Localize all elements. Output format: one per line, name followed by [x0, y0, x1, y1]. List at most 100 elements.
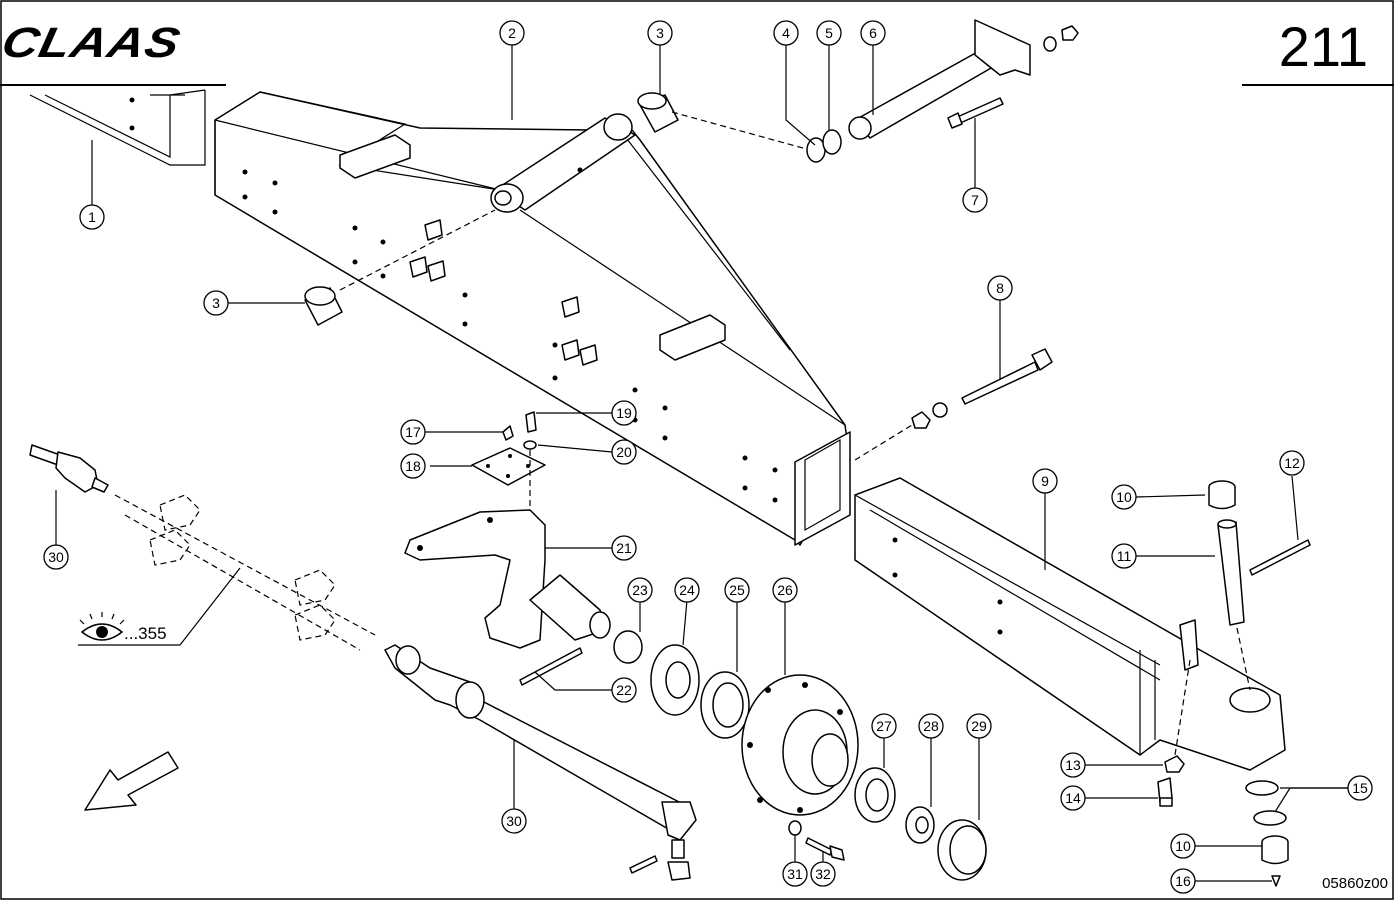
svg-text:5: 5	[825, 25, 833, 41]
washer-part-31	[788, 820, 802, 836]
nut	[1061, 25, 1079, 41]
king-pin-part-11	[1217, 519, 1245, 626]
ring-part-23	[613, 630, 643, 664]
callout-19: 19	[611, 400, 637, 426]
svg-text:25: 25	[729, 582, 745, 598]
callout-4: 4	[773, 20, 799, 46]
bearing-part-25	[700, 671, 750, 739]
svg-text:29: 29	[971, 718, 987, 734]
steering-knuckle-part-21	[404, 509, 611, 649]
frame-rail-part-1	[29, 89, 206, 166]
bushing-part-3-top	[637, 92, 679, 133]
callout-22: 22	[611, 677, 637, 703]
callout-20: 20	[611, 439, 637, 465]
svg-text:15: 15	[1352, 780, 1368, 796]
cotter-pin-part-22	[519, 647, 583, 686]
svg-text:28: 28	[923, 718, 939, 734]
drawing-code: 05860z00	[1322, 875, 1388, 892]
svg-text:12: 12	[1284, 455, 1300, 471]
callout-1: 1	[79, 204, 105, 230]
callout-14: 14	[1060, 785, 1086, 811]
reference-note: ...355	[78, 567, 241, 646]
callout-16: 16	[1170, 868, 1196, 894]
svg-text:10: 10	[1175, 838, 1191, 854]
callout-28: 28	[918, 713, 944, 739]
svg-text:2: 2	[508, 25, 516, 41]
callout-26: 26	[772, 577, 798, 603]
callout-29: 29	[966, 713, 992, 739]
svg-text:23: 23	[632, 582, 648, 598]
svg-text:19: 19	[616, 405, 632, 421]
svg-text:31: 31	[787, 866, 803, 882]
svg-text:30: 30	[506, 813, 522, 829]
callout-2: 2	[499, 20, 525, 46]
callout-21: 21	[611, 535, 637, 561]
svg-text:8: 8	[996, 280, 1004, 296]
callout-27: 27	[871, 713, 897, 739]
svg-text:6: 6	[869, 25, 877, 41]
bolt-part-7	[947, 97, 1004, 129]
tie-rod-part-30-top	[29, 444, 109, 493]
callout-18: 18	[400, 453, 426, 479]
hub-cap-part-29	[937, 819, 987, 881]
callout-12: 12	[1279, 450, 1305, 476]
bushing-part-3-left	[304, 286, 343, 326]
axis-line	[339, 209, 496, 291]
svg-text:21: 21	[616, 540, 632, 556]
svg-text:10: 10	[1116, 489, 1132, 505]
svg-text:24: 24	[679, 582, 695, 598]
axis-line	[854, 424, 913, 461]
bushing-part-10-bottom-body	[1261, 842, 1289, 865]
plate-part-18	[471, 447, 546, 486]
svg-text:1: 1	[88, 209, 96, 225]
axis-line	[1174, 659, 1191, 756]
tie-rod-ghost-reference	[114, 494, 376, 651]
callout-30-top: 30	[43, 544, 69, 570]
leader-lines	[55, 45, 1348, 882]
callout-3-left: 3	[203, 290, 229, 316]
callout-15: 15	[1347, 775, 1373, 801]
callout-13: 13	[1060, 752, 1086, 778]
callout-9: 9	[1032, 468, 1058, 494]
axis-line	[671, 111, 811, 151]
svg-text:20: 20	[616, 444, 632, 460]
svg-text:9: 9	[1041, 473, 1049, 489]
callout-23: 23	[627, 577, 653, 603]
svg-text:30: 30	[48, 549, 64, 565]
castle-nut-part-28	[905, 806, 935, 844]
reference-note-text: ...355	[124, 624, 167, 643]
svg-text:26: 26	[777, 582, 793, 598]
svg-text:4: 4	[782, 25, 790, 41]
brand-rule	[0, 84, 226, 86]
bolt-part-14	[1157, 777, 1173, 807]
callout-10-top: 10	[1111, 484, 1137, 510]
seal-part-24	[650, 644, 700, 716]
callout-8: 8	[987, 275, 1013, 301]
bushing-part-10-top-body	[1208, 487, 1236, 510]
wheel-hub-part-26	[741, 674, 859, 816]
washer-part-20	[523, 440, 537, 450]
svg-text:3: 3	[212, 295, 220, 311]
svg-text:32: 32	[815, 866, 831, 882]
svg-text:17: 17	[405, 424, 421, 440]
svg-text:3: 3	[656, 25, 664, 41]
ring-part-5	[822, 129, 842, 155]
page-number: 211	[1278, 15, 1368, 78]
tie-rod-part-30-bottom	[384, 644, 697, 881]
callout-25: 25	[724, 577, 750, 603]
washer	[1043, 36, 1057, 52]
direction-arrow-icon	[84, 751, 179, 811]
wheel-bolt-part-32	[805, 837, 845, 861]
split-pin-part-12	[1249, 539, 1311, 576]
callout-17: 17	[400, 419, 426, 445]
grease-nipple-part-17	[502, 425, 514, 441]
svg-text:22: 22	[616, 682, 632, 698]
callout-31: 31	[782, 861, 808, 887]
callout-32: 32	[810, 861, 836, 887]
svg-text:18: 18	[405, 458, 421, 474]
callout-5: 5	[816, 20, 842, 46]
eye-icon	[79, 612, 125, 641]
